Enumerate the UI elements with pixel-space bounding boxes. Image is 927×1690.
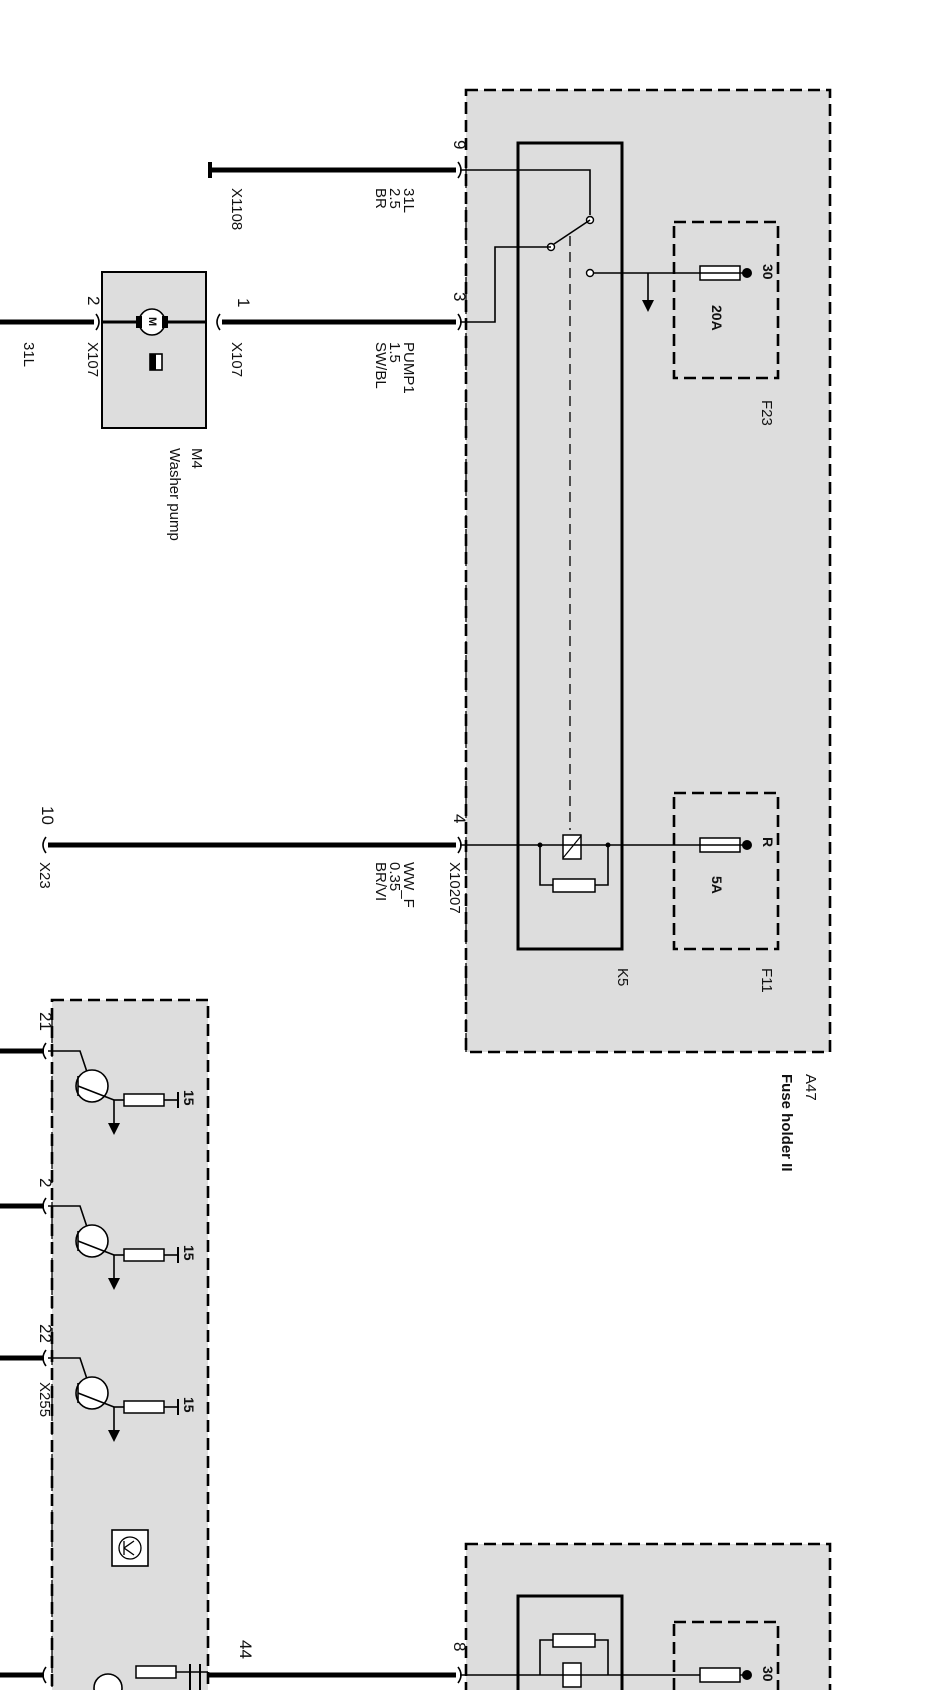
fuse-f11-label: F11 (758, 968, 775, 993)
connector-x23-label: X23 (36, 862, 53, 889)
motor-brush-icon (136, 316, 142, 328)
contact-node (585, 268, 595, 278)
relay-contact-wire (460, 169, 591, 215)
wire-ww-size: 0.35 (386, 862, 403, 891)
pin-9-label: 9 (450, 140, 469, 149)
wire-pump1-circuit: PUMP1 (400, 342, 417, 394)
wire-pump1-color: SW/BL (372, 342, 389, 389)
relay-switch-blade (550, 219, 591, 247)
wire-ww-circuit: WW_F (400, 862, 417, 908)
wire-31l-size: 2.5 (386, 188, 403, 209)
transistor-icon (75, 1224, 109, 1258)
pin-2-label: 2 (36, 1178, 55, 1187)
electronics-symbol-icon (111, 1529, 149, 1567)
washer-pump-id: M4 (188, 448, 205, 469)
pump-pin-1-label: 1 (234, 298, 253, 307)
electronics-symbol-transistor-icon (118, 1536, 142, 1560)
fuse-f23-label: F23 (758, 400, 775, 426)
washer-pump-box (101, 271, 207, 429)
transistor-stage-3 (48, 1357, 179, 1442)
connector-x10207-label: X10207 (446, 862, 463, 914)
wire-31l-color: BR (372, 188, 389, 209)
pin-21-label: 21 (36, 1012, 55, 1031)
fuse-f23-rating: 20A (709, 305, 725, 331)
transistor-icon (75, 1376, 109, 1410)
pin-10-label: 10 (38, 806, 57, 825)
fuse-holder-box (464, 88, 832, 1054)
wire-pump1-size: 1.5 (386, 342, 403, 363)
transistor-supply-2: 15 (181, 1245, 197, 1261)
lower-relay-box (516, 1594, 624, 1690)
control-unit-x255 (0, 998, 456, 1690)
transistor-icon (75, 1069, 109, 1103)
washer-pump-name: Washer pump (166, 448, 183, 541)
transistor-stage-2 (48, 1205, 179, 1290)
connector-arc (216, 313, 221, 331)
wire-ww-color: BR/VI (372, 862, 389, 901)
pump-ground-31l: 31L (20, 342, 37, 367)
transistor-stage-1 (48, 1050, 179, 1135)
pump-connector-x107-left: X107 (84, 342, 101, 377)
lower-resistor-icon (552, 1633, 596, 1648)
lower-fuse-holder-box (464, 1542, 832, 1690)
pin-44-label: 44 (236, 1640, 255, 1659)
resistor-icon (123, 1248, 165, 1262)
motor-letter: M (146, 317, 158, 326)
fuse-f11-terminal (742, 840, 752, 850)
motor-brush-icon (162, 316, 168, 328)
connector-arc (457, 313, 462, 331)
relay-resistor-icon (552, 878, 596, 893)
wire-31l-circuit: 31L (400, 188, 417, 213)
transistor-icon (93, 1673, 123, 1690)
pin-4-label: 4 (450, 814, 469, 823)
washer-pump-m4 (101, 271, 207, 429)
fuse-holder-id: A47 (802, 1074, 819, 1101)
resistor-icon (123, 1093, 165, 1107)
relay-k5-box (516, 141, 624, 951)
fuse-holder-name: Fuse holder II (778, 1074, 795, 1172)
fuse-f23-terminal-label: 30 (760, 264, 776, 280)
lower-fuse-icon (699, 1667, 741, 1683)
pump-connector-x107-right: X107 (228, 342, 245, 377)
transistor-supply-1: 15 (181, 1090, 197, 1106)
fuse-f23-box (672, 220, 780, 380)
relay-output-wire (460, 246, 551, 323)
transistor-supply-3: 15 (181, 1397, 197, 1413)
coil-diagonal (562, 835, 582, 859)
control-unit-box (50, 998, 210, 1690)
fuse-f11-box (672, 791, 780, 951)
connector-arc (457, 836, 462, 854)
resistor-icon (135, 1665, 177, 1679)
lower-fuse-holder (460, 1542, 832, 1690)
connector-x255-label: X255 (36, 1382, 53, 1417)
connector-arc (42, 836, 47, 854)
lower-fuse-terminal-label: 30 (760, 1666, 776, 1682)
fuse-f11-rating: 5A (709, 876, 725, 894)
ground-arrow-head (642, 300, 654, 312)
pump-symbol-fill (150, 354, 156, 370)
pin-8-label: 8 (450, 1642, 469, 1651)
fuse-f23-terminal (742, 268, 752, 278)
resistor-icon (123, 1400, 165, 1414)
connector-x1108-label: X1108 (228, 188, 245, 230)
pin-3-label: 3 (450, 292, 469, 301)
lower-fuse-terminal (742, 1670, 752, 1680)
connector-arc (457, 161, 462, 179)
relay-k5-label: K5 (614, 968, 631, 986)
pump-pin-2-label: 2 (84, 296, 103, 305)
fuse-f11-terminal-label: R (760, 837, 776, 847)
fuse-holder-a47 (460, 88, 832, 1054)
pin-22-label: 22 (36, 1324, 55, 1343)
connector-arc (95, 313, 100, 331)
